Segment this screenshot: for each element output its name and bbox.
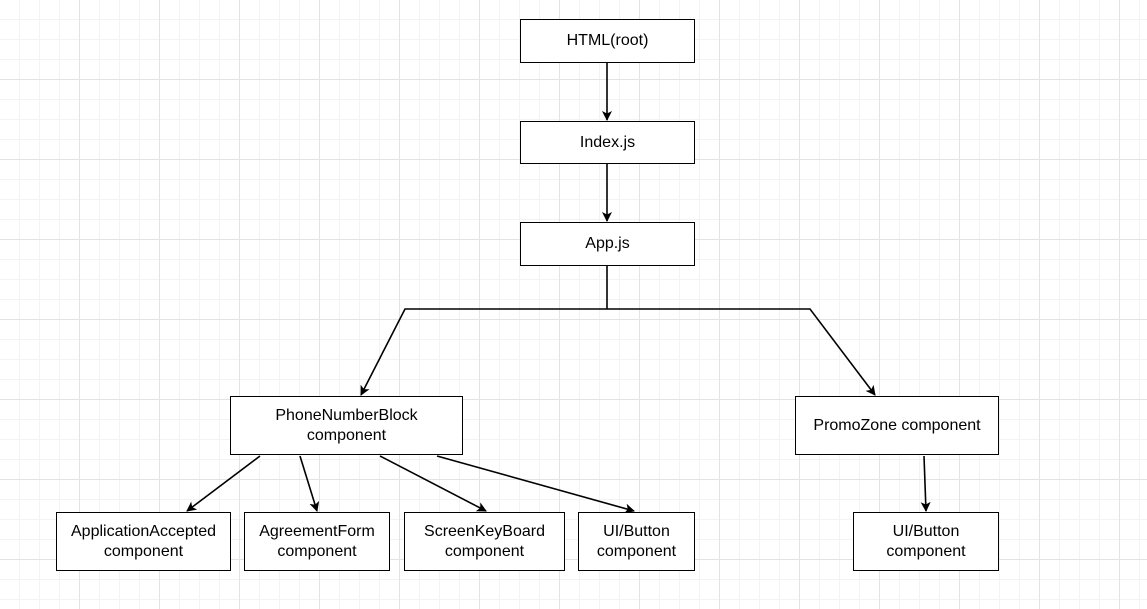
node-label-screen-keyboard: ScreenKeyBoard component [424,522,545,560]
node-ui-button-phone[interactable]: UI/Button component [578,512,695,571]
node-label-application-accepted: ApplicationAccepted component [71,522,216,560]
node-label-html-root: HTML(root) [566,32,649,49]
node-html-root[interactable]: HTML(root) [520,19,695,63]
edge-phone-to-applicationaccepted [186,455,261,512]
node-label-ui-button-phone: UI/Button component [596,522,677,560]
node-promo-zone[interactable]: PromoZone component [795,396,999,455]
edge-phone-to-screenkeyboard [379,455,487,512]
node-application-accepted[interactable]: ApplicationAccepted component [56,512,231,571]
node-phone-number-block[interactable]: PhoneNumberBlock component [230,396,463,455]
node-index-js[interactable]: Index.js [520,121,695,164]
edge-phone-to-agreementform [299,455,320,512]
node-label-promo-zone: PromoZone component [813,416,981,434]
edge-phone-to-uibutton [436,455,635,514]
node-screen-keyboard[interactable]: ScreenKeyBoard component [404,512,565,571]
node-ui-button-promo[interactable]: UI/Button component [853,512,999,571]
node-app-js[interactable]: App.js [520,222,695,266]
node-label-agreement-form: AgreementForm component [259,522,375,560]
node-agreement-form[interactable]: AgreementForm component [244,512,390,571]
node-label-ui-button-promo: UI/Button component [886,522,966,560]
edge-promo-to-uibutton [920,455,931,512]
node-label-index-js: Index.js [579,133,636,151]
node-label-app-js: App.js [585,235,630,252]
node-label-phone-number-block: PhoneNumberBlock component [275,406,418,444]
edge-app-to-phonenumberblock [360,308,607,396]
edge-app-to-promozone [607,308,876,396]
